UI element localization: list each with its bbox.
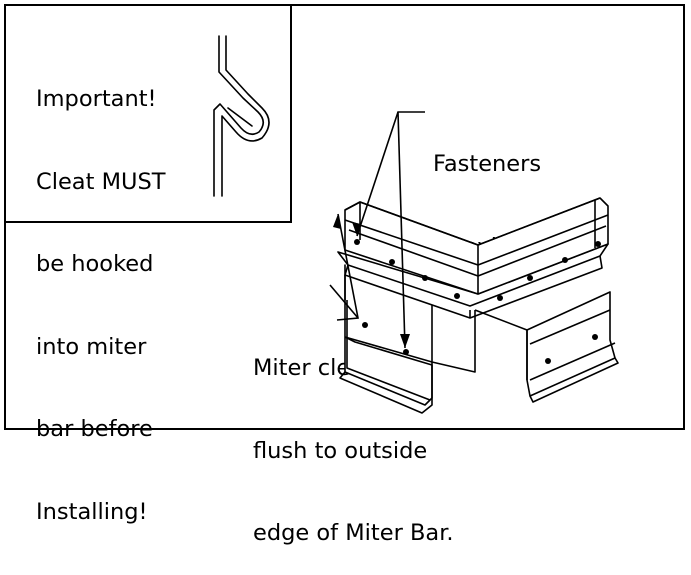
miter-cleat-line: flush to outside — [253, 437, 428, 464]
callout-leaders — [329, 111, 425, 349]
miter-bar-illustration — [213, 35, 619, 414]
fastener-dots — [354, 239, 601, 364]
cleat-hook-detail — [213, 35, 270, 197]
inset-box — [4, 4, 292, 223]
note-line: Cleat MUST — [36, 168, 166, 195]
note-line: Installing! — [36, 498, 148, 525]
miter-cleat-line: edge of Miter Bar. — [253, 520, 454, 546]
callout-arrowheads — [333, 214, 410, 348]
note-line: be hooked — [36, 251, 154, 277]
miter-bar — [337, 197, 619, 414]
note-line: into miter — [36, 333, 147, 360]
important-note: Important! Cleat MUST be hooked into mit… — [36, 31, 165, 554]
note-line: Important! — [36, 86, 157, 112]
fasteners-label: Fasteners — [433, 151, 542, 177]
